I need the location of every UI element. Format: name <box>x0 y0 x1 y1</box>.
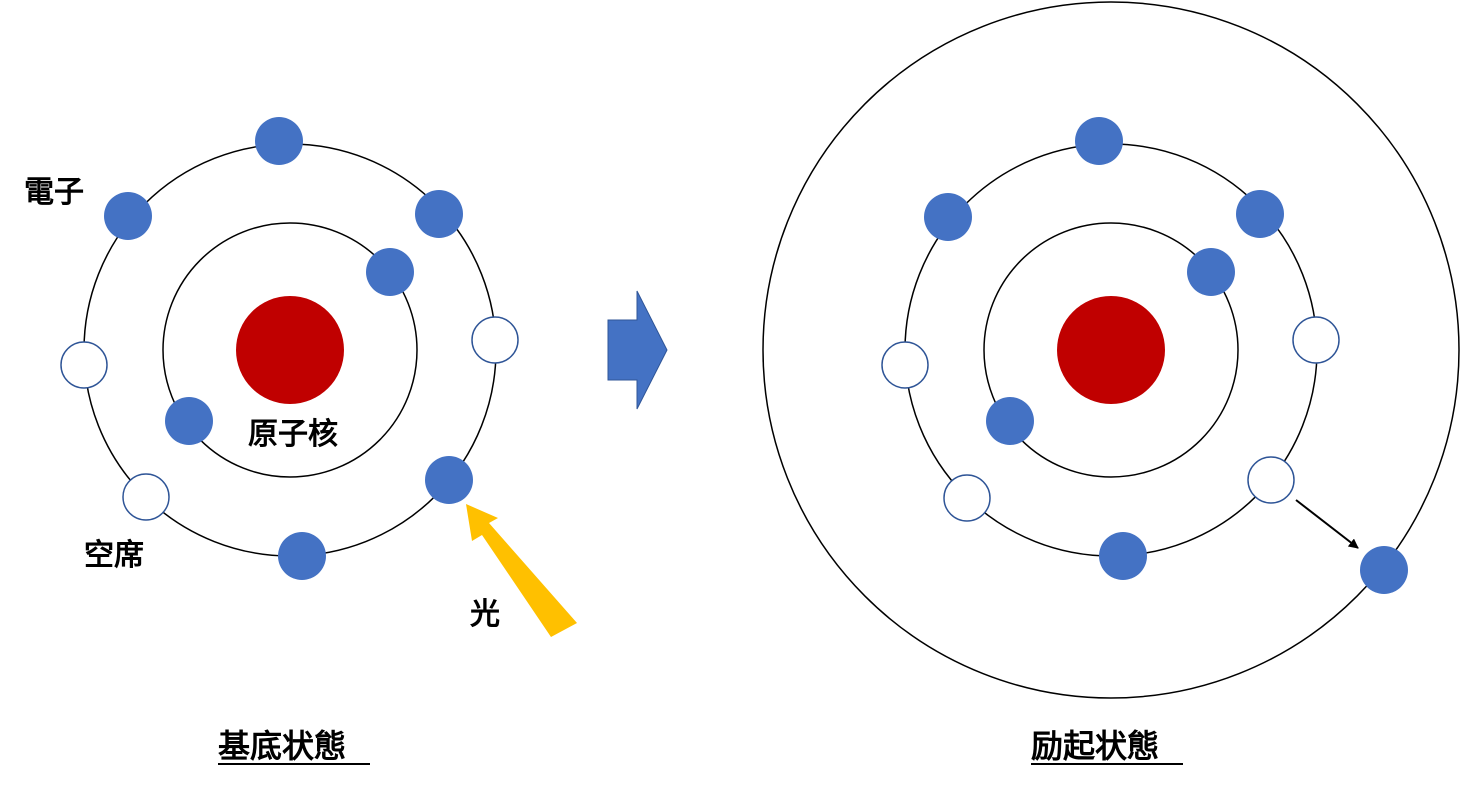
inner-orbit <box>983 222 1239 478</box>
vacancy <box>943 474 991 522</box>
vacancy <box>1292 316 1340 364</box>
electron <box>278 532 326 580</box>
nucleus <box>1057 296 1165 404</box>
electron <box>924 193 972 241</box>
electron <box>986 397 1034 445</box>
vacancy <box>122 473 170 521</box>
electron <box>1236 190 1284 238</box>
electron <box>415 190 463 238</box>
vacancy <box>471 316 519 364</box>
inner-orbit <box>162 222 418 478</box>
vacancy <box>60 341 108 389</box>
electron <box>366 248 414 296</box>
right-arrow-icon <box>607 290 668 410</box>
incoming-light-arrow-icon <box>466 504 577 637</box>
electron <box>255 117 303 165</box>
nucleus-label: 原子核 <box>248 417 338 452</box>
electron <box>1075 117 1123 165</box>
vacancy <box>881 341 929 389</box>
electron <box>1099 532 1147 580</box>
electron <box>425 456 473 504</box>
electron <box>1187 248 1235 296</box>
excited-state-title: 励起状態 <box>1031 727 1159 765</box>
excited-orbit <box>762 1 1460 699</box>
vacancy <box>1247 456 1295 504</box>
electron-jump-arrow-icon <box>1295 499 1359 549</box>
excited-electron <box>1360 546 1408 594</box>
electron-label: 電子 <box>24 175 84 210</box>
ground-state-atom <box>60 117 519 580</box>
light-label: 光 <box>470 597 500 632</box>
ground-state-title: 基底状態 <box>218 727 346 765</box>
electron <box>104 192 152 240</box>
vacancy-label: 空席 <box>84 538 144 573</box>
excited-state-atom <box>762 1 1460 699</box>
nucleus <box>236 296 344 404</box>
electron <box>165 397 213 445</box>
